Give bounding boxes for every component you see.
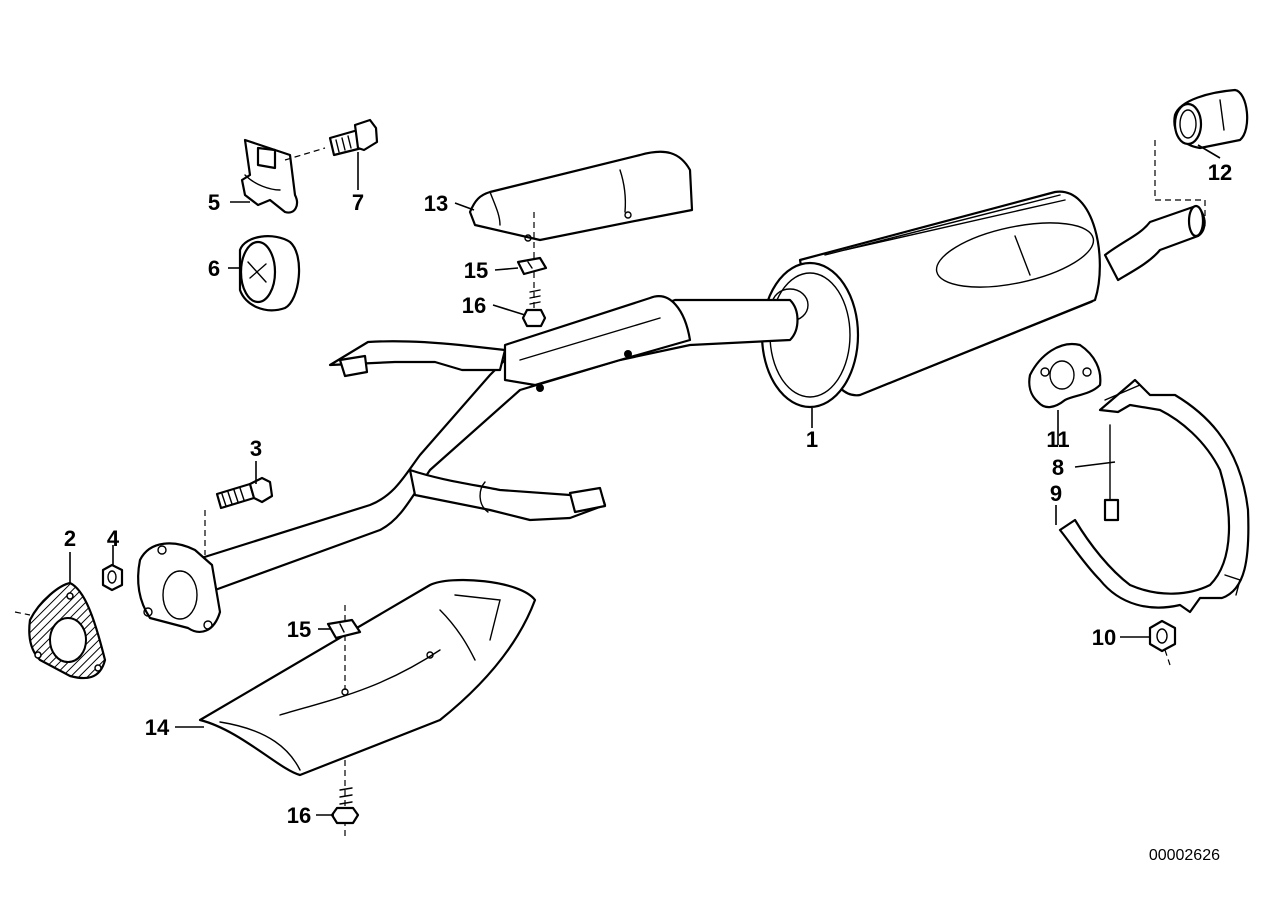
clamp-strap-part xyxy=(1058,378,1250,614)
callout-9: 9 xyxy=(1050,481,1062,506)
callout-5: 5 xyxy=(208,190,220,215)
callout-labels: 1 2 3 4 5 6 7 8 9 10 11 12 13 14 15 16 1… xyxy=(64,160,1232,828)
callout-15-lower: 15 xyxy=(287,617,311,642)
leader-lines xyxy=(69,144,1221,816)
tailpipe-sleeve-part xyxy=(1154,88,1249,230)
rubber-hanger-part xyxy=(1028,342,1102,409)
callout-11: 11 xyxy=(1046,427,1069,452)
callout-14: 14 xyxy=(145,715,170,740)
upper-screw-part xyxy=(521,289,547,328)
intermediate-pipe-assembly xyxy=(137,295,799,633)
callout-8: 8 xyxy=(1052,455,1064,480)
callout-7: 7 xyxy=(352,190,364,215)
rubber-mount-part xyxy=(238,235,301,312)
lower-clip-nut-part xyxy=(326,618,362,640)
callout-2: 2 xyxy=(64,526,76,551)
callout-13: 13 xyxy=(424,191,448,216)
callout-3: 3 xyxy=(250,436,262,461)
callout-12: 12 xyxy=(1208,160,1232,185)
bracket-bolt-part xyxy=(328,118,379,157)
callout-6: 6 xyxy=(208,256,220,281)
mounting-bracket-part xyxy=(240,138,326,214)
lower-heat-shield-part xyxy=(198,578,537,840)
callout-16-lower: 16 xyxy=(287,803,311,828)
callout-15-upper: 15 xyxy=(464,258,488,283)
callout-16-upper: 16 xyxy=(462,293,486,318)
upper-clip-nut-part xyxy=(516,256,548,276)
callout-1: 1 xyxy=(806,427,818,452)
flange-gasket-part xyxy=(14,581,107,680)
callout-10: 10 xyxy=(1092,625,1116,650)
diagram-reference-number: 00002626 xyxy=(1149,847,1220,864)
callout-4: 4 xyxy=(107,526,120,551)
clamp-nut-part xyxy=(1148,619,1177,666)
hex-nut-part xyxy=(101,563,124,592)
rear-silencer-part xyxy=(760,190,1206,409)
upper-heat-shield-part xyxy=(468,150,694,325)
